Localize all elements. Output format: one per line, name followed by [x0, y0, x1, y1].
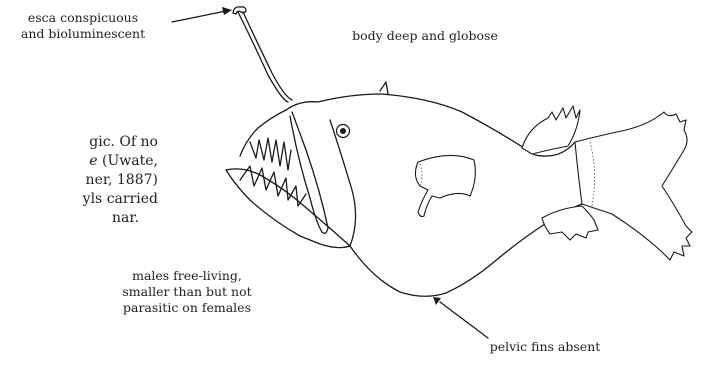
- label-males: males free-living, smaller than but not …: [107, 268, 267, 316]
- esca-leader-line: [172, 11, 226, 22]
- caudal-fin: [575, 112, 692, 260]
- label-males-line1: males free-living,: [107, 268, 267, 284]
- dorsal-bump: [380, 82, 388, 94]
- pelvic-leader-line: [440, 302, 488, 338]
- label-esca-line1: esca conspicuous: [8, 10, 158, 26]
- illicium-back: [243, 12, 292, 100]
- label-males-line2: smaller than but not: [107, 284, 267, 300]
- esca-arrowhead: [222, 7, 232, 15]
- eye-pupil: [340, 128, 346, 134]
- pelvic-arrowhead: [433, 297, 441, 305]
- esca: [233, 7, 246, 14]
- label-esca: esca conspicuous and bioluminescent: [8, 10, 158, 42]
- label-esca-line2: and bioluminescent: [8, 26, 158, 42]
- label-pelvic: pelvic fins absent: [455, 339, 635, 355]
- label-body: body deep and globose: [340, 28, 510, 44]
- label-males-line3: parasitic on females: [107, 300, 267, 316]
